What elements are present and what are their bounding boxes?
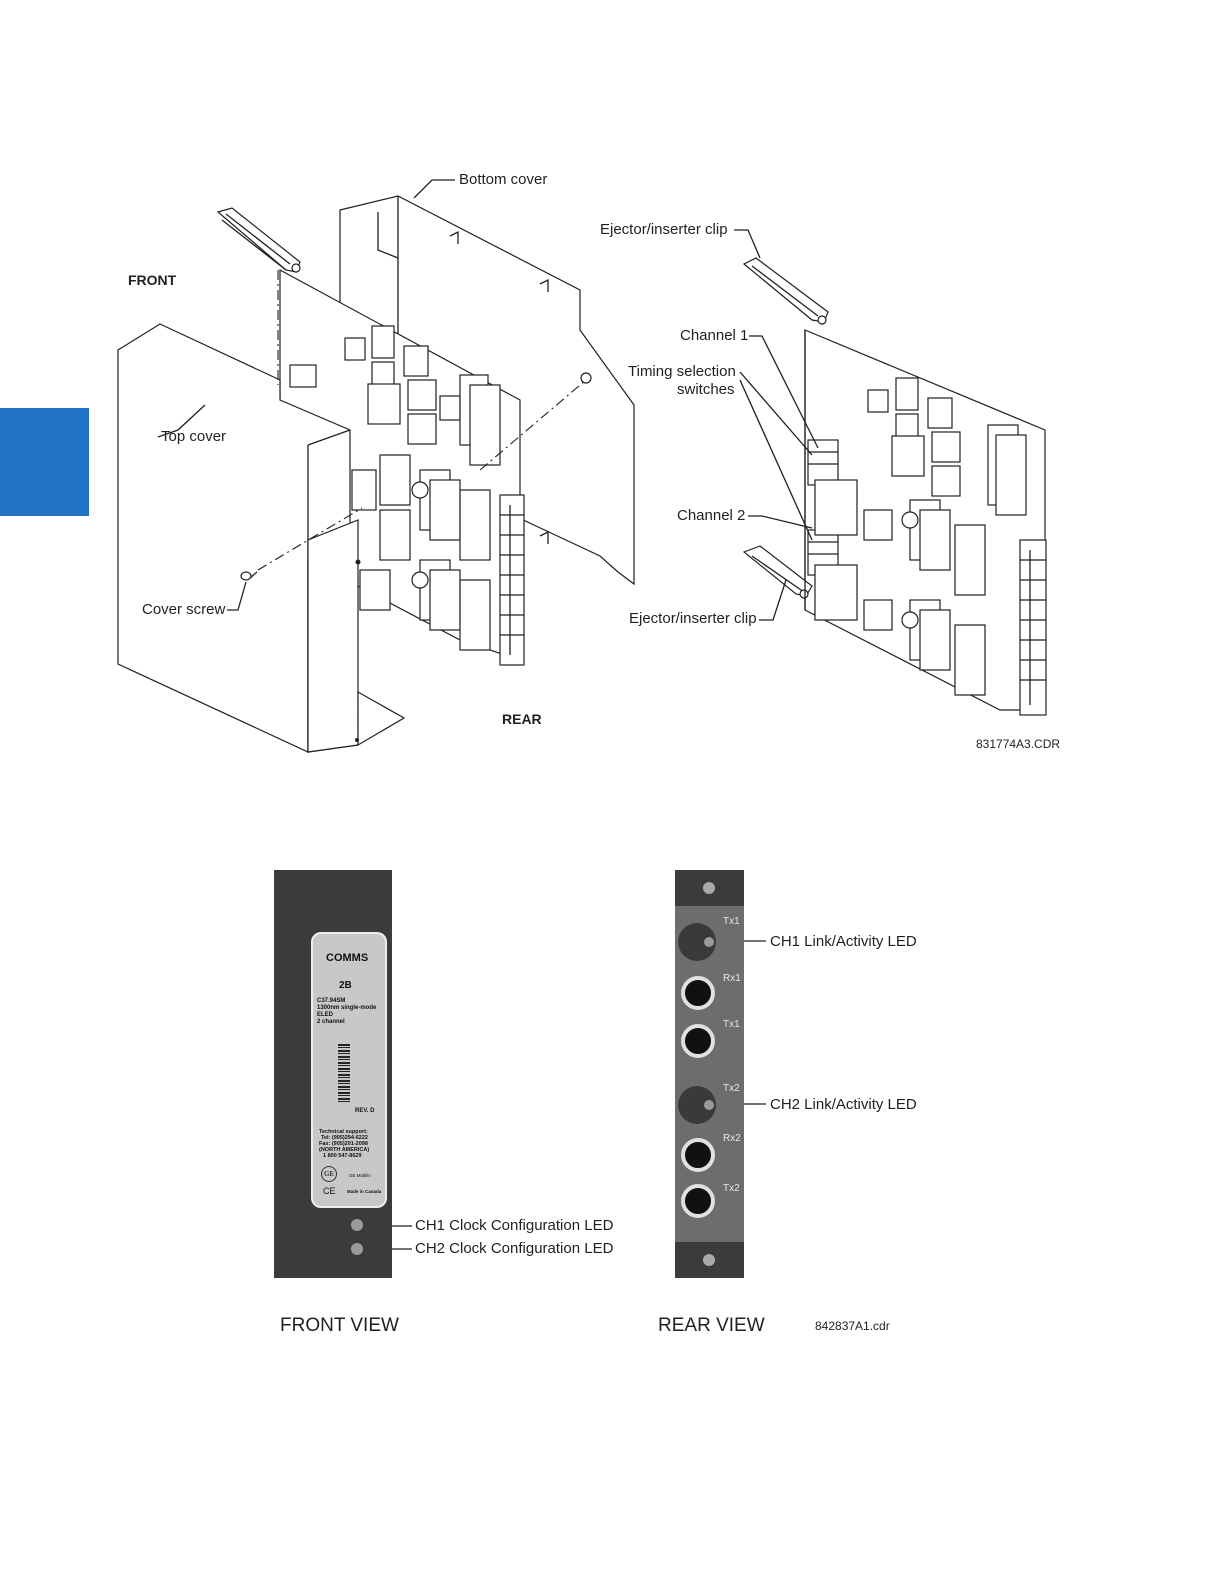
label-cover-screw: Cover screw	[142, 601, 226, 618]
leader-top-cover	[157, 404, 206, 438]
label-timing-2: switches	[677, 381, 735, 398]
figure-code-bottom: 842837A1.cdr	[815, 1319, 890, 1333]
label-rear: REAR	[502, 711, 542, 727]
plate-support-2: Tel: (905)294-6222	[321, 1135, 368, 1141]
figure-code-top: 831774A3.CDR	[976, 737, 1061, 751]
barcode	[338, 1044, 350, 1104]
label-front: FRONT	[128, 272, 177, 288]
plate-comms: COMMS	[326, 952, 369, 964]
plate-made: Made in Canada	[347, 1189, 382, 1194]
leader-timing-b	[739, 379, 813, 541]
leader-bottom-cover	[413, 179, 455, 199]
port-label-tx1-b: Tx1	[723, 1019, 740, 1030]
rear-panel: Tx1 Rx1 Tx1 Tx2 Rx2 Tx2	[675, 870, 744, 1278]
plate-desc-1: C37.94SM	[317, 998, 346, 1004]
ce-mark-icon: CE	[323, 1186, 336, 1196]
screw-bottom-icon	[703, 1254, 715, 1266]
chapter-tab	[0, 408, 89, 516]
comms-label-plate: COMMS 2B C37.94SM 1300nm single-mode ELE…	[311, 932, 387, 1208]
label-ejector-top: Ejector/inserter clip	[600, 221, 728, 238]
leader-channel2	[748, 515, 813, 529]
cover-screw-hole	[580, 372, 592, 384]
alignment-line-2	[479, 379, 587, 471]
ge-logo-icon: GE	[321, 1166, 337, 1182]
rear-port-field: Tx1 Rx1 Tx1 Tx2 Rx2 Tx2	[675, 906, 744, 1242]
port-label-tx2-b: Tx2	[723, 1183, 740, 1194]
rear-view-title: REAR VIEW	[658, 1315, 765, 1336]
label-channel1: Channel 1	[680, 327, 749, 344]
plate-desc-2: 1300nm single-mode	[317, 1005, 377, 1011]
plate-support-4: (NORTH AMERICA)	[319, 1147, 370, 1153]
tx1-port-icon	[681, 1024, 715, 1058]
plate-support-1: Technical support:	[319, 1129, 368, 1135]
plate-code: 2B	[339, 980, 352, 991]
port-label-rx2: Rx2	[723, 1133, 741, 1144]
label-ch2-clock-led: CH2 Clock Configuration LED	[415, 1240, 614, 1257]
ch2-link-led-icon	[678, 1086, 716, 1124]
plate-brand: GE Multilin	[349, 1173, 371, 1178]
right-circuit-board	[742, 257, 1047, 716]
rx2-port-icon	[681, 1138, 715, 1172]
plate-support-5: 1 800 547-8629	[323, 1153, 362, 1159]
rx1-port-icon	[681, 976, 715, 1010]
tx2-port-icon	[681, 1184, 715, 1218]
leader-ejector-top	[734, 229, 761, 259]
ch1-clock-led-icon	[351, 1219, 363, 1231]
leader-ejector-bottom	[759, 579, 787, 621]
port-label-tx1-a: Tx1	[723, 916, 740, 927]
ch2-clock-led-icon	[351, 1243, 363, 1255]
plate-support-3: Fax: (905)201-2098	[319, 1141, 368, 1147]
leader-channel1	[749, 335, 819, 449]
label-bottom-cover: Bottom cover	[459, 171, 548, 188]
front-view-title: FRONT VIEW	[280, 1315, 399, 1336]
label-ch1-clock-led: CH1 Clock Configuration LED	[415, 1217, 614, 1234]
screw-top-icon	[703, 882, 715, 894]
label-top-cover: Top cover	[161, 428, 227, 445]
leader-cover-screw	[227, 581, 247, 611]
port-label-rx1: Rx1	[723, 973, 741, 984]
label-ch1-link-led: CH1 Link/Activity LED	[770, 933, 917, 950]
plate-desc-4: 2 channel	[317, 1019, 345, 1025]
front-panel: COMMS 2B C37.94SM 1300nm single-mode ELE…	[274, 870, 392, 1278]
label-ejector-bottom: Ejector/inserter clip	[629, 610, 757, 627]
plate-desc-3: ELED	[317, 1012, 334, 1018]
leader-timing-a	[739, 371, 813, 456]
plate-rev: REV. D	[355, 1108, 375, 1114]
ch1-link-led-icon	[678, 923, 716, 961]
port-label-tx2-a: Tx2	[723, 1083, 740, 1094]
label-ch2-link-led: CH2 Link/Activity LED	[770, 1096, 917, 1113]
label-timing-1: Timing selection	[628, 363, 736, 380]
label-channel2: Channel 2	[677, 507, 746, 524]
alignment-line-3	[257, 507, 363, 571]
